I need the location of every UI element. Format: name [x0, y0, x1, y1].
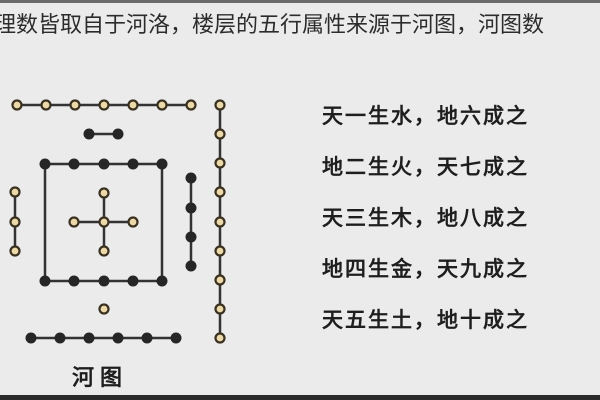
verse-list: 天一生水，地六成之 地二生火，天七成之 天三生木，地八成之 地四生金，天九成之 … [322, 102, 529, 357]
hetu-dot-figure: .ln { stroke: #333333; stroke-width: 2.5… [9, 99, 226, 344]
center-black-square [39, 158, 168, 287]
right-white-column [214, 99, 226, 344]
center-white-cross [68, 187, 139, 257]
top-border [0, 0, 600, 3]
bottom-white-single [98, 303, 110, 315]
bottom-border [0, 395, 600, 400]
verse-line: 天一生水，地六成之 [322, 104, 529, 128]
verse-line: 天五生土，地十成之 [322, 308, 529, 332]
bottom-black-row [25, 332, 182, 344]
header-text: 理数皆取自于河洛，楼层的五行属性来源于河图，河图数 [0, 13, 545, 38]
hetu-diagram: .ln { stroke: #333333; stroke-width: 2.5… [0, 0, 260, 395]
verse-line: 地四生金，天九成之 [322, 257, 529, 281]
left-white-column [9, 186, 21, 257]
right-black-column [185, 172, 197, 272]
verse-line: 地二生火，天七成之 [322, 155, 529, 179]
top-white-row [11, 99, 197, 111]
top-black-pair [83, 128, 124, 140]
diagram-label: 河图 [72, 366, 129, 391]
verse-line: 天三生木，地八成之 [322, 206, 529, 230]
